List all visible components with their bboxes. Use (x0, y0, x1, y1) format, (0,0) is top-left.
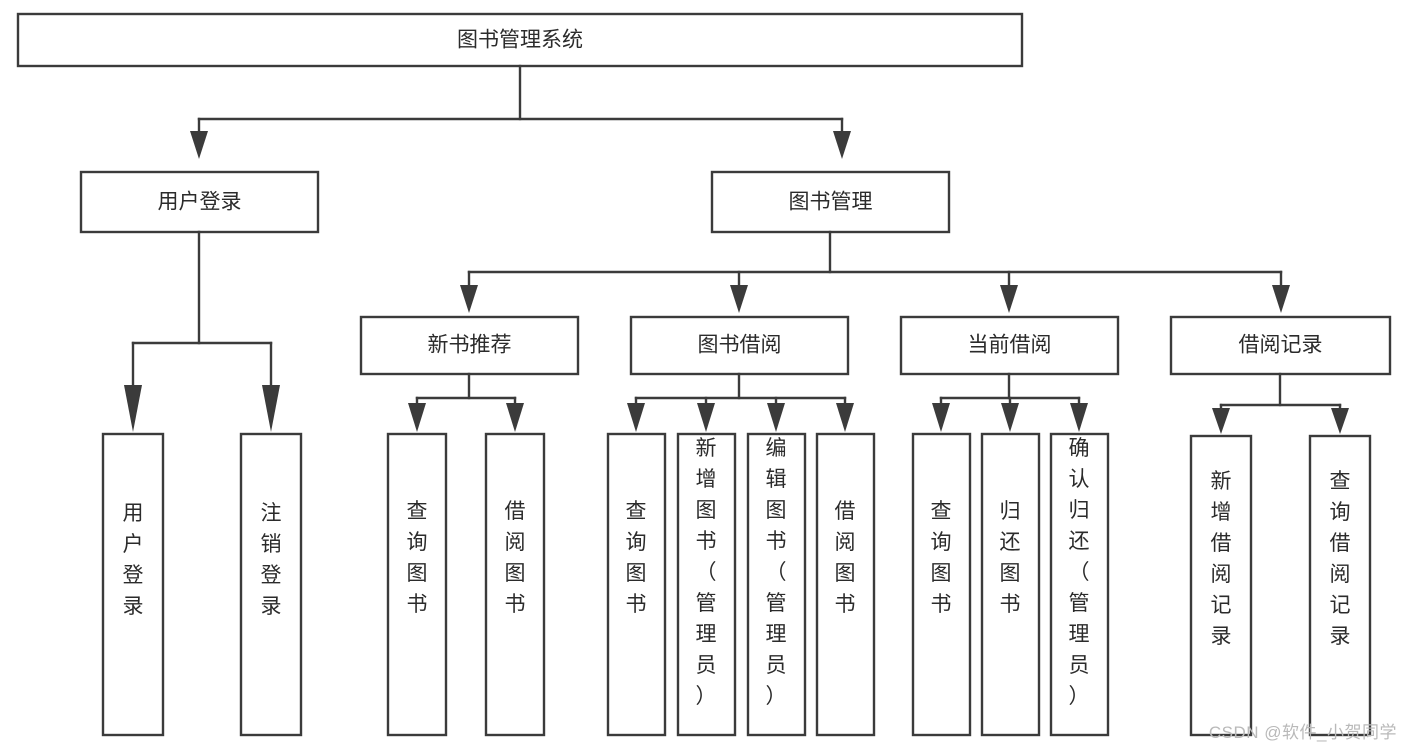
connector-bookmanage-to-level3 (460, 230, 1290, 313)
leaf-node-add-record[interactable]: 新增借阅记录 (1189, 434, 1253, 737)
root-box[interactable] (16, 12, 1024, 68)
connector-root-to-level2 (190, 64, 851, 159)
leaf-node-return-book[interactable]: 归还图书 (980, 432, 1041, 737)
book-manage-label: 图书管理 (789, 191, 873, 214)
leaf-confirm-return-label: 确认归还（管理员） (1069, 437, 1090, 708)
connector-bookborrow-to-leaves (627, 372, 854, 432)
arrow-to-leaf-query-book-2 (627, 403, 645, 432)
connector-currentborrow-to-leaves (932, 372, 1088, 432)
leaf-borrow-book-1-box[interactable] (484, 432, 546, 737)
arrow-to-leaf-return-book (1001, 403, 1019, 432)
leaf-add-book-label: 新增图书（管理员） (696, 437, 717, 708)
arrow-to-leaf-edit-book (767, 403, 785, 432)
arrow-to-leaf-user-login (124, 385, 142, 432)
leaf-node-query-book-1[interactable]: 查询图书 (386, 432, 448, 737)
leaf-add-book-box[interactable] (676, 432, 737, 737)
leaf-node-edit-book[interactable]: 编辑图书（管理员） (746, 432, 807, 737)
arrow-to-current-borrow (1000, 285, 1018, 313)
node-book-manage[interactable]: 图书管理 (710, 170, 951, 234)
arrow-to-leaf-query-book-3 (932, 403, 950, 432)
leaf-query-book-3-box[interactable] (911, 432, 972, 737)
leaf-return-book-box[interactable] (980, 432, 1041, 737)
current-borrow-box[interactable] (899, 315, 1120, 376)
node-user-login[interactable]: 用户登录 (79, 170, 320, 234)
leaf-borrow-book-1-label: 借阅图书 (505, 500, 526, 616)
leaf-query-book-2-box[interactable] (606, 432, 667, 737)
leaf-node-logout[interactable]: 注销登录 (239, 432, 303, 737)
leaf-node-query-book-2[interactable]: 查询图书 (606, 432, 667, 737)
leaf-query-book-3-label: 查询图书 (931, 500, 952, 616)
leaf-query-book-1-label: 查询图书 (407, 500, 428, 616)
root-label: 图书管理系统 (457, 29, 583, 52)
book-borrow-label: 图书借阅 (698, 334, 782, 357)
leaf-node-query-record[interactable]: 查询借阅记录 (1308, 434, 1372, 737)
arrow-to-leaf-borrow-book-2 (836, 403, 854, 432)
csdn-watermark: CSDN @软件_小贺同学 (1208, 723, 1397, 742)
leaf-node-borrow-book-1[interactable]: 借阅图书 (484, 432, 546, 737)
node-book-borrow[interactable]: 图书借阅 (629, 315, 850, 376)
current-borrow-label: 当前借阅 (968, 334, 1052, 357)
arrow-to-leaf-add-book (697, 403, 715, 432)
leaf-add-record-label: 新增借阅记录 (1211, 470, 1232, 648)
arrow-to-user-login (190, 131, 208, 159)
node-root[interactable]: 图书管理系统 (16, 12, 1024, 68)
leaf-query-record-label: 查询借阅记录 (1330, 470, 1351, 648)
leaf-user-login-label: 用户登录 (123, 502, 144, 618)
new-book-recommend-box[interactable] (359, 315, 580, 376)
leaf-query-book-1-box[interactable] (386, 432, 448, 737)
leaf-edit-book-label: 编辑图书（管理员） (766, 437, 787, 708)
leaf-confirm-return-box[interactable] (1049, 432, 1110, 737)
leaf-logout-label: 注销登录 (261, 502, 282, 618)
leaf-node-query-book-3[interactable]: 查询图书 (911, 432, 972, 737)
user-login-box[interactable] (79, 170, 320, 234)
arrow-to-leaf-borrow-book-1 (506, 403, 524, 432)
arrow-to-leaf-logout (262, 385, 280, 432)
leaf-add-record-box[interactable] (1189, 434, 1253, 737)
connector-newbook-to-leaves (408, 372, 524, 432)
leaf-borrow-book-2-label: 借阅图书 (835, 500, 856, 616)
new-book-recommend-label: 新书推荐 (428, 334, 512, 357)
arrow-to-leaf-query-book-1 (408, 403, 426, 432)
leaf-user-login-box[interactable] (101, 432, 165, 737)
leaf-node-confirm-return[interactable]: 确认归还（管理员） (1049, 432, 1110, 737)
node-current-borrow[interactable]: 当前借阅 (899, 315, 1120, 376)
arrow-to-leaf-query-record (1331, 408, 1349, 434)
leaf-node-borrow-book-2[interactable]: 借阅图书 (815, 432, 876, 737)
leaf-query-record-box[interactable] (1308, 434, 1372, 737)
arrow-to-leaf-add-record (1212, 408, 1230, 434)
arrow-to-borrow-records (1272, 285, 1290, 313)
node-new-book-recommend[interactable]: 新书推荐 (359, 315, 580, 376)
borrow-records-label: 借阅记录 (1239, 334, 1323, 357)
arrow-to-leaf-confirm-return (1070, 403, 1088, 432)
leaf-borrow-book-2-box[interactable] (815, 432, 876, 737)
leaf-edit-book-box[interactable] (746, 432, 807, 737)
connector-records-to-leaves (1212, 372, 1349, 434)
node-borrow-records[interactable]: 借阅记录 (1169, 315, 1392, 376)
leaf-logout-box[interactable] (239, 432, 303, 737)
leaf-node-user-login[interactable]: 用户登录 (101, 432, 165, 737)
user-login-label: 用户登录 (158, 191, 242, 214)
leaf-query-book-2-label: 查询图书 (626, 500, 647, 616)
arrow-to-book-borrow (730, 285, 748, 313)
arrow-to-book-manage (833, 131, 851, 159)
connector-userlogin-to-leaves (124, 230, 280, 432)
leaf-return-book-label: 归还图书 (1000, 500, 1021, 616)
arrow-to-new-book-rec (460, 285, 478, 313)
leaf-node-add-book[interactable]: 新增图书（管理员） (676, 432, 737, 737)
